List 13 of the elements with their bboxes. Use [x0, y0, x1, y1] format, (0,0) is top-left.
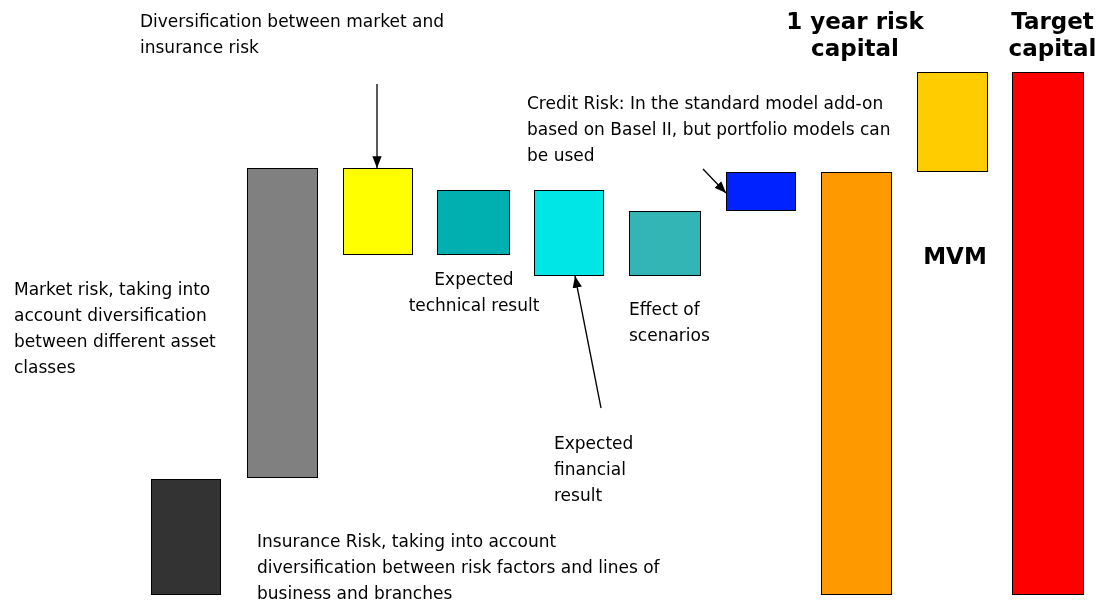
- leader-arrow: [372, 83, 382, 169]
- annotation-text: Diversification between market and insurance risk: [140, 10, 445, 59]
- annotation-text: Credit Risk: In the standard model add-on based on Basel II, but portfolio models can be used: [527, 92, 892, 167]
- heading-label: MVM: [922, 243, 988, 270]
- bar-label: Effect of scenarios: [629, 298, 711, 347]
- annotation-text: Expected financial result: [554, 432, 635, 507]
- leader-arrow: [702, 168, 727, 194]
- leader-arrow: [572, 275, 602, 409]
- bar-label: Market risk, taking into account diversification between different asset classes: [14, 278, 217, 379]
- bar-label: Expected technical result: [407, 268, 541, 317]
- bar-label: Target capital: [1007, 8, 1098, 62]
- bar-label: Insurance Risk, taking into account diversification between risk factors and lines of business and branches: [257, 530, 661, 605]
- heading-label: 1 year risk capital: [785, 8, 925, 62]
